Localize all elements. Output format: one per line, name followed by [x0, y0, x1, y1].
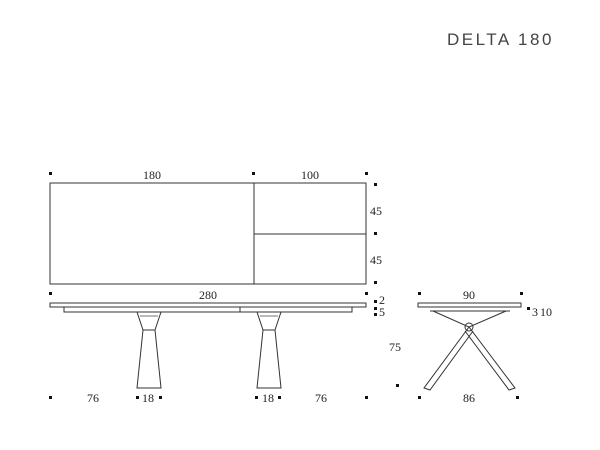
dim-extension-panel-1: 45	[370, 204, 382, 218]
side-hub	[464, 322, 474, 332]
dim-top-length-closed: 180	[143, 168, 161, 182]
dim-leg-left: 18	[142, 391, 154, 405]
dim-top-thickness: 2	[379, 293, 385, 307]
dim-side-frame: 10	[540, 305, 552, 319]
dim-top-extension: 100	[301, 168, 319, 182]
dim-side-width: 90	[463, 288, 475, 302]
product-title: DELTA 180	[447, 30, 554, 49]
right-leg	[256, 311, 282, 389]
side-view	[417, 302, 522, 391]
dim-frame-height: 5	[379, 305, 385, 319]
dim-table-height: 75	[389, 340, 401, 354]
dim-base-width: 86	[463, 391, 475, 405]
front-frame	[63, 306, 353, 313]
dim-extension-panel-2: 45	[370, 253, 382, 267]
dim-top-length-open: 280	[199, 288, 217, 302]
front-view	[49, 302, 367, 389]
left-leg	[136, 311, 162, 389]
top-view	[49, 182, 367, 285]
side-top-plank	[417, 302, 522, 308]
dim-leg-right: 18	[262, 391, 274, 405]
dimension-markers	[49, 172, 530, 399]
dim-overhang-left: 76	[87, 391, 99, 405]
front-top-plank	[49, 302, 367, 308]
dim-overhang-right: 76	[315, 391, 327, 405]
dim-side-leaf-thickness: 3	[532, 305, 538, 319]
